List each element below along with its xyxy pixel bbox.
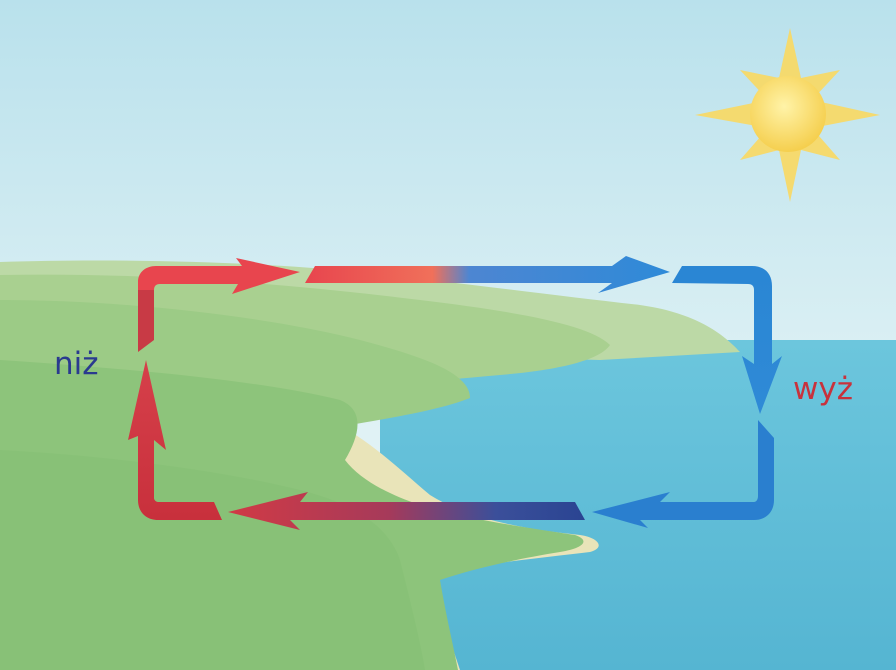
arrow-left — [128, 360, 222, 520]
high-pressure-label: wyż — [793, 371, 853, 407]
arrow-left-upper — [138, 290, 154, 352]
sun — [695, 28, 880, 202]
arrow-top — [305, 256, 670, 293]
circulation-cell — [128, 256, 782, 530]
arrow-top-left — [138, 258, 300, 294]
sun-disc — [750, 76, 826, 152]
arrow-right — [672, 266, 782, 414]
arrow-bottom — [228, 492, 585, 530]
low-pressure-label: niż — [54, 346, 99, 382]
arrow-bottom-right — [592, 420, 774, 528]
